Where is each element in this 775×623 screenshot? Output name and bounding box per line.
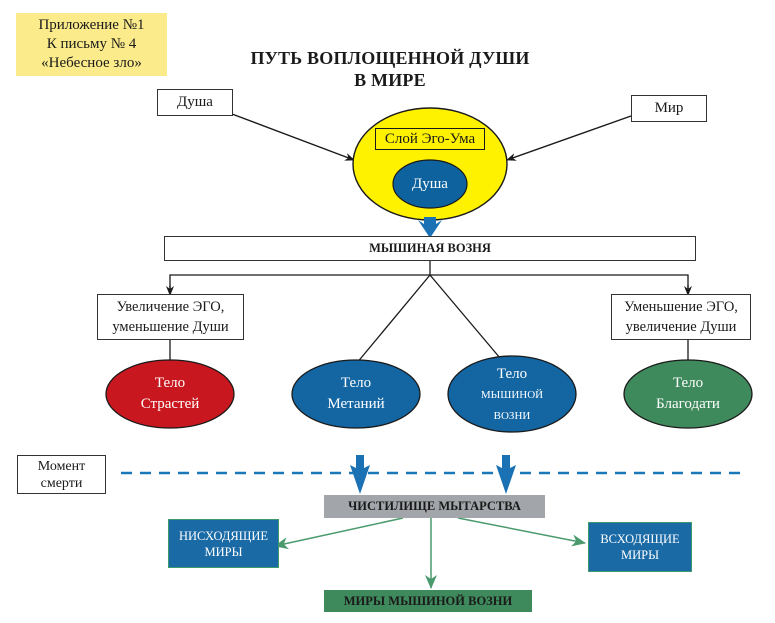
ascending-worlds-box: ВСХОДЯЩИЕ МИРЫ xyxy=(588,522,692,572)
inner-soul-ellipse xyxy=(392,159,468,209)
line-to-body-metanii xyxy=(355,274,431,365)
ascending-line-2: МИРЫ xyxy=(621,548,659,562)
body-mouse-race-line-2: мышиной xyxy=(480,388,544,401)
body-metanii-line-1: Тело xyxy=(340,375,372,391)
right-branch-line-1: Уменьшение ЭГО, xyxy=(624,299,738,315)
body-grace-ellipse xyxy=(623,359,753,429)
body-grace-line-2: Благодати xyxy=(656,396,720,412)
purgatory-box: ЧИСТИЛИЩЕ МЫТАРСТВА xyxy=(324,495,545,518)
note-line-3: «Небесное зло» xyxy=(41,55,142,71)
arrow-to-ascending-worlds xyxy=(457,517,586,547)
left-branch-line-2: уменьшение Души xyxy=(112,319,229,335)
descending-line-2: МИРЫ xyxy=(204,544,243,559)
arrow-to-descending-worlds xyxy=(274,517,404,550)
tree-horizontal xyxy=(169,274,689,294)
world-input-box: Мир xyxy=(631,95,707,122)
ascending-line-1: ВСХОДЯЩИЕ xyxy=(600,532,680,546)
mouse-worlds-label: МИРЫ МЫШИНОЙ ВОЗНИ xyxy=(343,593,513,608)
mouse-worlds-box: МИРЫ МЫШИНОЙ ВОЗНИ xyxy=(324,590,532,612)
note-line-1: Приложение №1 xyxy=(38,17,145,33)
world-to-center-arrow xyxy=(506,115,632,161)
line-to-body-mouse-race xyxy=(429,274,501,359)
note-line-2: К письму № 4 xyxy=(46,36,137,52)
center-down-arrow xyxy=(418,217,442,238)
world-input-label: Мир xyxy=(654,100,684,116)
mouse-race-label: МЫШИНАЯ ВОЗНЯ xyxy=(369,241,491,255)
right-branch-line-2: увеличение Души xyxy=(625,319,737,335)
body-metanii-line-2: Метаний xyxy=(327,396,385,412)
left-branch-box: Увеличение ЭГО, уменьшение Души xyxy=(97,294,244,340)
body-mouse-race-line-1: Тело xyxy=(496,365,528,382)
title-line-2: В МИРЕ xyxy=(354,70,426,90)
title-line-1: ПУТЬ ВОПЛОЩЕННОЙ ДУШИ xyxy=(250,48,530,68)
diagram-title: ПУТЬ ВОПЛОЩЕННОЙ ДУШИ В МИРЕ xyxy=(240,47,540,91)
body-grace-line-1: Тело xyxy=(672,375,704,391)
descending-worlds-box: НИСХОДЯЩИЕ МИРЫ xyxy=(168,519,279,568)
right-branch-box: Уменьшение ЭГО, увеличение Души xyxy=(611,294,751,340)
body-metanii-ellipse xyxy=(291,359,421,429)
body-passions-label: Тело Страстей xyxy=(116,372,224,416)
descending-line-1: НИСХОДЯЩИЕ xyxy=(178,528,268,543)
body-passions-line-1: Тело xyxy=(154,375,186,391)
ego-layer-label: Слой Эго-Ума xyxy=(384,130,476,147)
death-line-2: смерти xyxy=(40,475,83,491)
body-mouse-race-label: Тело мышиной возни xyxy=(458,362,566,428)
purgatory-label: ЧИСТИЛИЩЕ МЫТАРСТВА xyxy=(348,499,521,513)
moment-of-death-box: Момент смерти xyxy=(17,455,106,494)
inner-soul-label: Душа xyxy=(412,175,448,192)
body-mouse-race-ellipse xyxy=(447,355,577,433)
body-metanii-label: Тело Метаний xyxy=(302,372,410,416)
body-grace-label: Тело Благодати xyxy=(634,372,742,416)
purgatory-arrow-right xyxy=(496,455,516,494)
purgatory-arrow-left xyxy=(350,455,370,494)
left-branch-line-1: Увеличение ЭГО, xyxy=(116,299,225,315)
soul-input-label: Душа xyxy=(177,94,213,110)
body-passions-ellipse xyxy=(105,359,235,429)
ego-layer-box: Слой Эго-Ума xyxy=(375,128,485,150)
appendix-note: Приложение №1 К письму № 4 «Небесное зло… xyxy=(16,13,167,76)
soul-to-center-arrow xyxy=(231,113,355,161)
mouse-race-box: МЫШИНАЯ ВОЗНЯ xyxy=(164,236,696,261)
body-mouse-race-line-3: возни xyxy=(493,409,531,422)
death-line-1: Момент xyxy=(37,458,86,474)
body-passions-line-2: Страстей xyxy=(140,396,200,412)
inner-soul-label-wrap: Душа xyxy=(393,172,467,196)
soul-input-box: Душа xyxy=(157,89,233,116)
